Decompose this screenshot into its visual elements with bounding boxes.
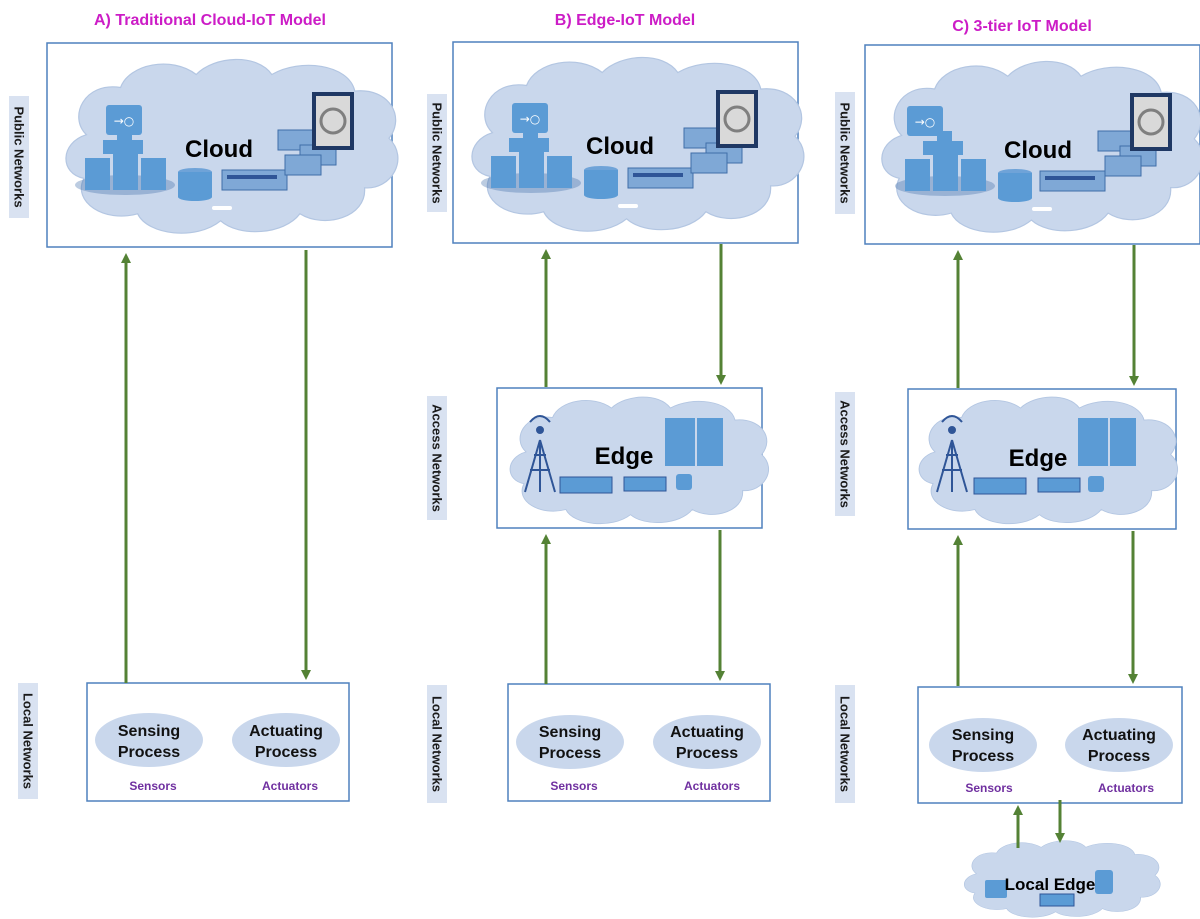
svg-text:Access Networks: Access Networks (430, 404, 445, 512)
panel-b-public-label: Public Networks (427, 94, 447, 212)
panel-c-tower-icon (936, 415, 968, 493)
svg-text:→○: →○ (520, 112, 541, 126)
svg-text:→○: →○ (114, 114, 135, 128)
panel-c-sensing-ellipse (929, 718, 1037, 772)
panel-c-db-icon (1088, 476, 1104, 492)
svg-text:Local Networks: Local Networks (430, 696, 445, 792)
panel-c-local-label: Local Networks (835, 685, 855, 803)
svg-text:Public Networks: Public Networks (12, 106, 27, 207)
panel-b-cloud-box: →○ Cloud (452, 41, 805, 244)
panel-c-title: C) 3-tier IoT Model (952, 18, 1092, 35)
router-icon (1039, 893, 1075, 907)
panel-b-actuating-line2: Process (676, 745, 738, 762)
panel-c-router-icon (973, 477, 1027, 495)
panel-a-local-label: Local Networks (18, 683, 38, 799)
panel-c-actuating-line2: Process (1088, 748, 1150, 765)
svg-text:Local Networks: Local Networks (21, 693, 36, 789)
panel-b-sensing-line1: Sensing (539, 724, 601, 741)
panel-b-cloud-equipment: →○ (481, 90, 758, 208)
panel-b-cloud-label: Cloud (586, 133, 654, 160)
panel-b-access-label: Access Networks (427, 396, 447, 520)
svg-text:Public Networks: Public Networks (838, 102, 853, 203)
panel-a-actuating-line2: Process (255, 744, 317, 761)
panel-a-sensing-line2: Process (118, 744, 180, 761)
panel-c-sensing-line2: Process (952, 748, 1014, 765)
panel-b-local-label: Local Networks (427, 685, 447, 803)
panel-a-cloud-equipment: →○ (75, 92, 354, 210)
panel-b-actuating-line1: Actuating (670, 724, 744, 741)
panel-c-actuators: Actuators (1098, 781, 1154, 795)
panel-c-server-icon (1078, 418, 1136, 466)
svg-text:→○: →○ (915, 115, 936, 129)
svg-text:Local Networks: Local Networks (838, 696, 853, 792)
local-edge-label: Local Edge (1005, 875, 1096, 894)
db-icon (1095, 870, 1113, 894)
panel-b-db-icon (676, 474, 692, 490)
svg-text:Public Networks: Public Networks (430, 102, 445, 203)
panel-b-switch-icon (623, 476, 667, 492)
panel-b-sensors: Sensors (550, 779, 598, 793)
panel-a-title: A) Traditional Cloud-IoT Model (94, 12, 326, 29)
panel-a-sensors: Sensors (129, 779, 177, 793)
panel-b-sensing-line2: Process (539, 745, 601, 762)
panel-a-actuating-line1: Actuating (249, 723, 323, 740)
arrows (121, 244, 1139, 848)
panel-a-cloud-label: Cloud (185, 136, 253, 163)
panel-a-actuating-ellipse (232, 713, 340, 767)
panel-a-sensing-line1: Sensing (118, 723, 180, 740)
folder-icon (985, 880, 1007, 898)
panel-b-actuators: Actuators (684, 779, 740, 793)
panel-c-local-box: Sensing Process Actuating Process Sensor… (917, 686, 1183, 804)
panel-a-sensing-ellipse (95, 713, 203, 767)
panel-b-title: B) Edge-IoT Model (555, 12, 695, 29)
panel-b-router-icon (559, 476, 613, 494)
panel-c-cloud-label: Cloud (1004, 137, 1072, 164)
panel-c-cloud-equipment: →○ (895, 93, 1172, 211)
svg-text:Access Networks: Access Networks (838, 400, 853, 508)
panel-c-local-edge-cloud: Local Edge (963, 840, 1161, 918)
panel-c-switch-icon (1037, 477, 1081, 493)
panel-a-public-label: Public Networks (9, 96, 29, 218)
panel-b-actuating-ellipse (653, 715, 761, 769)
panel-c-access-label: Access Networks (835, 392, 855, 516)
panel-b-edge-box: Edge (496, 387, 770, 529)
panel-a-cloud-box: →○ Cloud (46, 42, 399, 248)
panel-a-actuators: Actuators (262, 779, 318, 793)
panel-c-sensors: Sensors (965, 781, 1013, 795)
panel-a-local-box: Sensing Process Actuating Process Sensor… (86, 682, 350, 802)
panel-c-actuating-ellipse (1065, 718, 1173, 772)
panel-b-edge-label: Edge (595, 443, 654, 470)
panel-c-edge-box: Edge (907, 388, 1179, 530)
panel-b-server-icon (665, 418, 723, 466)
panel-b-tower-icon (524, 415, 556, 493)
panel-c-edge-label: Edge (1009, 445, 1068, 472)
panel-c-cloud-box: →○ Cloud (864, 44, 1200, 245)
panel-b-sensing-ellipse (516, 715, 624, 769)
panel-c-public-label: Public Networks (835, 92, 855, 214)
panel-b-local-box: Sensing Process Actuating Process Sensor… (507, 683, 771, 802)
panel-c-actuating-line1: Actuating (1082, 727, 1156, 744)
panel-c-sensing-line1: Sensing (952, 727, 1014, 744)
